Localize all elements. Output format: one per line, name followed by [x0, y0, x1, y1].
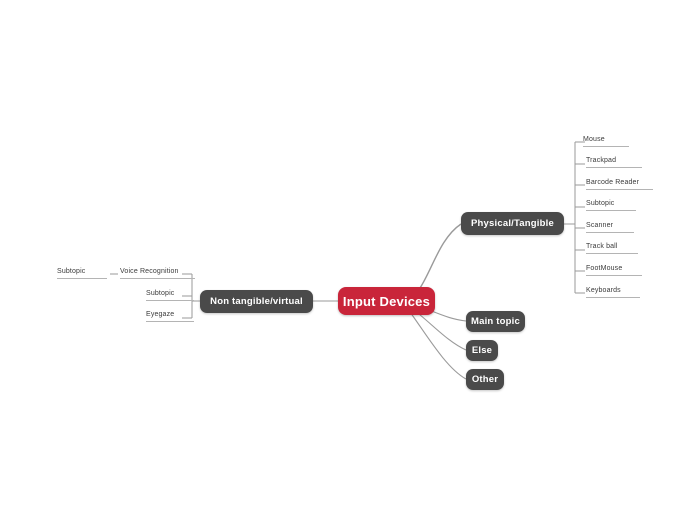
leaf-node-label: Track ball	[586, 243, 618, 250]
leaf-node-subtopic-nontangible[interactable]: Subtopic	[146, 289, 194, 301]
leaf-node-label: Trackpad	[586, 157, 617, 164]
branch-node-label: Non tangible/virtual	[210, 296, 303, 307]
leaf-node-footmouse[interactable]: FootMouse	[586, 264, 642, 276]
leaf-node-eyegaze[interactable]: Eyegaze	[146, 310, 194, 322]
leaf-node-voice-recognition[interactable]: Voice Recognition	[120, 267, 195, 279]
leaf-node-label: Eyegaze	[146, 311, 175, 318]
branch-node-physical-tangible[interactable]: Physical/Tangible	[461, 212, 564, 235]
edge-root-physical	[419, 223, 462, 289]
leaf-node-subtopic-voice[interactable]: Subtopic	[57, 267, 107, 279]
branch-node-non-tangible-virtual[interactable]: Non tangible/virtual	[200, 290, 313, 313]
leaf-node-subtopic-physical[interactable]: Subtopic	[586, 199, 636, 211]
leaf-node-label: Mouse	[583, 136, 605, 143]
edge-root-other	[409, 311, 467, 380]
leaf-node-label: Keyboards	[586, 287, 621, 294]
leaf-node-label: Scanner	[586, 222, 614, 229]
branch-node-else[interactable]: Else	[466, 340, 498, 361]
root-node-input-devices[interactable]: Input Devices	[338, 287, 435, 315]
branch-node-label: Other	[471, 374, 499, 385]
leaf-node-trackpad[interactable]: Trackpad	[586, 156, 642, 168]
branch-node-other[interactable]: Other	[466, 369, 504, 390]
leaf-node-scanner[interactable]: Scanner	[586, 221, 634, 233]
leaf-node-label: Voice Recognition	[120, 268, 179, 275]
branch-node-label: Main topic	[471, 316, 520, 327]
root-node-label: Input Devices	[342, 293, 431, 309]
leaf-node-label: Subtopic	[586, 200, 615, 207]
branch-node-label: Physical/Tangible	[471, 218, 554, 229]
leaf-node-label: Subtopic	[146, 290, 175, 297]
leaf-node-track-ball[interactable]: Track ball	[586, 242, 638, 254]
leaf-node-label: Barcode Reader	[586, 179, 640, 186]
leaf-node-keyboards[interactable]: Keyboards	[586, 286, 640, 298]
leaf-node-label: Subtopic	[57, 268, 86, 275]
leaf-node-label: FootMouse	[586, 265, 623, 272]
branch-node-main-topic[interactable]: Main topic	[466, 311, 525, 332]
branch-node-label: Else	[471, 345, 493, 356]
leaf-node-barcode-reader[interactable]: Barcode Reader	[586, 178, 653, 190]
edge-root-else	[413, 309, 467, 351]
leaf-node-mouse[interactable]: Mouse	[583, 135, 629, 147]
